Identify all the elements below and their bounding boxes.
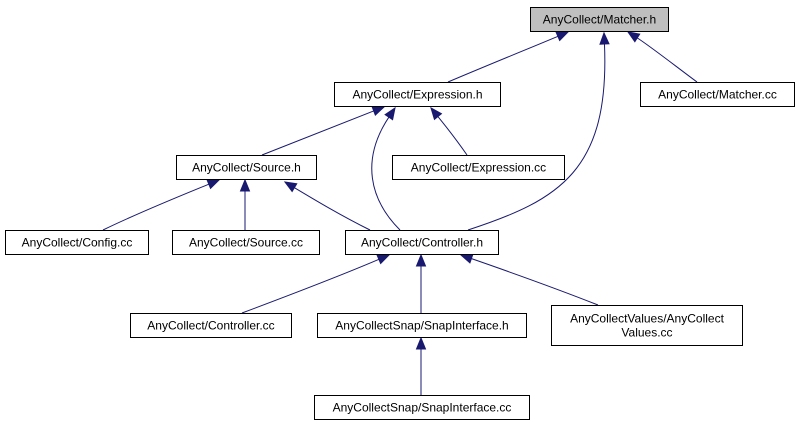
node-label: AnyCollect/Expression.h xyxy=(352,88,482,102)
node-label: AnyCollect/Expression.cc xyxy=(411,161,546,175)
edge-snapinterface-cc-to-snapinterface-h xyxy=(415,336,427,396)
edge-controller-h-to-matcher-h xyxy=(467,31,610,231)
edge-values-cc-to-controller-h xyxy=(459,253,599,306)
node-source-h[interactable]: AnyCollect/Source.h xyxy=(176,155,317,180)
node-values-cc[interactable]: AnyCollectValues/AnyCollectValues.cc xyxy=(551,305,743,346)
node-label: AnyCollect/Source.cc xyxy=(189,236,303,250)
node-box xyxy=(551,305,743,346)
node-box xyxy=(640,82,795,107)
node-label: Values.cc xyxy=(621,326,672,340)
node-expression-cc[interactable]: AnyCollect/Expression.cc xyxy=(392,155,565,180)
node-snapinterface-h[interactable]: AnyCollectSnap/SnapInterface.h xyxy=(317,313,527,338)
edge-controller-h-to-source-h xyxy=(283,181,371,231)
node-box xyxy=(392,155,565,180)
edge-source-cc-to-source-h xyxy=(239,178,251,230)
node-label: AnyCollect/Config.cc xyxy=(22,236,133,250)
node-box xyxy=(334,82,501,107)
edge-matcher-cc-to-matcher-h xyxy=(626,31,698,83)
node-label: AnyCollect/Matcher.h xyxy=(543,13,656,27)
node-label: AnyCollectSnap/SnapInterface.cc xyxy=(333,401,512,415)
edge-config-cc-to-source-h xyxy=(102,179,221,231)
node-label: AnyCollect/Matcher.cc xyxy=(658,88,777,102)
node-box xyxy=(345,230,499,255)
node-label: AnyCollect/Source.h xyxy=(192,161,301,175)
edge-snapinterface-h-to-controller-h xyxy=(415,253,427,314)
node-snapinterface-cc[interactable]: AnyCollectSnap/SnapInterface.cc xyxy=(314,395,530,420)
edge-expression-cc-to-expression-h xyxy=(430,106,468,156)
node-label: AnyCollect/Controller.cc xyxy=(147,319,274,333)
edge-source-h-to-expression-h xyxy=(261,106,386,156)
node-box xyxy=(176,155,317,180)
node-label: AnyCollectValues/AnyCollect xyxy=(570,312,725,326)
node-box xyxy=(130,313,292,338)
edge-expression-h-to-matcher-h xyxy=(447,31,570,83)
node-controller-h[interactable]: AnyCollect/Controller.h xyxy=(345,230,499,255)
node-box xyxy=(317,313,527,338)
node-source-cc[interactable]: AnyCollect/Source.cc xyxy=(172,230,320,255)
node-config-cc[interactable]: AnyCollect/Config.cc xyxy=(5,230,149,255)
node-matcher-h: AnyCollect/Matcher.h xyxy=(530,7,669,32)
nodes-layer: AnyCollect/Matcher.hAnyCollect/Expressio… xyxy=(5,7,795,420)
node-expression-h[interactable]: AnyCollect/Expression.h xyxy=(334,82,501,107)
node-box xyxy=(172,230,320,255)
edge-controller-cc-to-controller-h xyxy=(241,254,391,314)
node-label: AnyCollectSnap/SnapInterface.h xyxy=(335,319,508,333)
node-controller-cc[interactable]: AnyCollect/Controller.cc xyxy=(130,313,292,338)
node-matcher-cc[interactable]: AnyCollect/Matcher.cc xyxy=(640,82,795,107)
node-box xyxy=(5,230,149,255)
node-box xyxy=(530,7,669,32)
edge-controller-h-to-expression-h xyxy=(371,106,401,231)
node-label: AnyCollect/Controller.h xyxy=(361,236,483,250)
node-box xyxy=(314,395,530,420)
